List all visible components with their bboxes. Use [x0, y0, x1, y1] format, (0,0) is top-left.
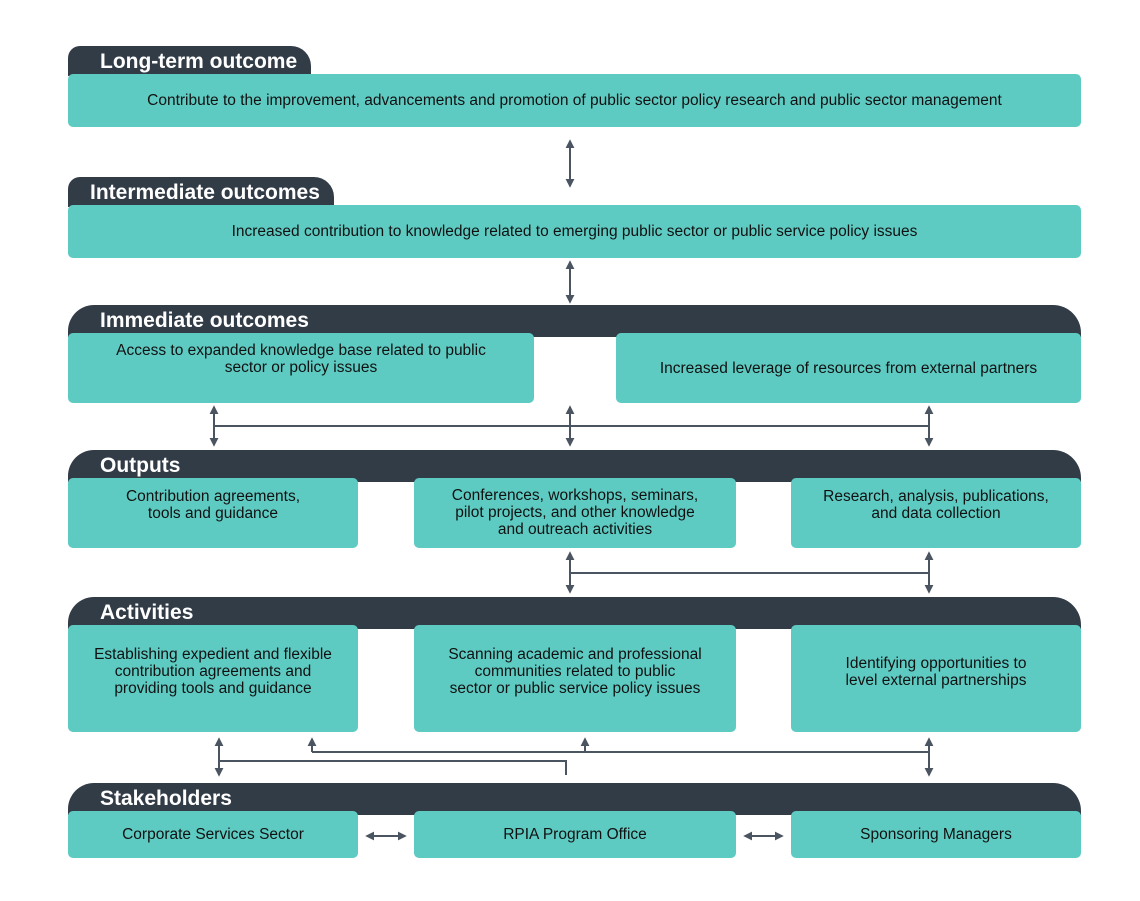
- immediate-outcome-text-1: Access to expanded knowledge base relate…: [116, 342, 486, 376]
- stakeholder-text-1: Corporate Services Sector: [122, 826, 304, 843]
- immediate-outcome-box-2: Increased leverage of resources from ext…: [616, 333, 1081, 403]
- output-text-3: Research, analysis, publications, and da…: [823, 488, 1049, 522]
- output-text-1: Contribution agreements, tools and guida…: [125, 488, 301, 522]
- output-box-2: Conferences, workshops, seminars, pilot …: [414, 478, 736, 548]
- immediate-outcomes-header: Immediate outcomes: [68, 305, 1081, 337]
- stakeholder-text-3: Sponsoring Managers: [860, 826, 1012, 843]
- stakeholder-box-1: Corporate Services Sector: [68, 811, 358, 858]
- stakeholder-box-3: Sponsoring Managers: [791, 811, 1081, 858]
- long-term-outcome-text: Contribute to the improvement, advanceme…: [147, 92, 1002, 109]
- stakeholder-text-2: RPIA Program Office: [503, 826, 647, 843]
- output-box-1: Contribution agreements, tools and guida…: [68, 478, 358, 548]
- activities-title: Activities: [100, 601, 194, 624]
- immediate-outcome-box-1: Access to expanded knowledge base relate…: [68, 333, 534, 403]
- activity-box-2: Scanning academic and professional commu…: [414, 625, 736, 732]
- long-term-outcome-title: Long-term outcome: [100, 50, 298, 73]
- intermediate-outcomes-title: Intermediate outcomes: [90, 181, 320, 204]
- long-term-outcome-box: Contribute to the improvement, advanceme…: [68, 74, 1081, 127]
- activity-text-1: Establishing expedient and flexible cont…: [94, 646, 332, 697]
- output-text-2: Conferences, workshops, seminars, pilot …: [451, 486, 699, 538]
- stakeholders-header: Stakeholders: [68, 783, 1081, 815]
- activity-box-1: Establishing expedient and flexible cont…: [68, 625, 358, 732]
- stakeholder-box-2: RPIA Program Office: [414, 811, 736, 858]
- immediate-outcome-text-2: Increased leverage of resources from ext…: [659, 359, 1038, 377]
- long-term-outcome-header: Long-term outcome: [68, 46, 311, 76]
- stakeholders-title: Stakeholders: [100, 787, 232, 810]
- activity-text-3: Identifying opportunities to level exter…: [845, 654, 1027, 689]
- outputs-title: Outputs: [100, 454, 181, 477]
- outputs-header: Outputs: [68, 450, 1081, 482]
- activities-header: Activities: [68, 597, 1081, 629]
- activity-box-3: Identifying opportunities to level exter…: [791, 625, 1081, 732]
- activity-text-2: Scanning academic and professional commu…: [448, 646, 702, 697]
- connector-line: [219, 760, 567, 775]
- intermediate-outcome-box: Increased contribution to knowledge rela…: [68, 205, 1081, 258]
- immediate-outcomes-title: Immediate outcomes: [100, 309, 309, 332]
- intermediate-outcomes-header: Intermediate outcomes: [68, 177, 334, 207]
- output-box-3: Research, analysis, publications, and da…: [791, 478, 1081, 548]
- intermediate-outcome-text: Increased contribution to knowledge rela…: [231, 223, 918, 240]
